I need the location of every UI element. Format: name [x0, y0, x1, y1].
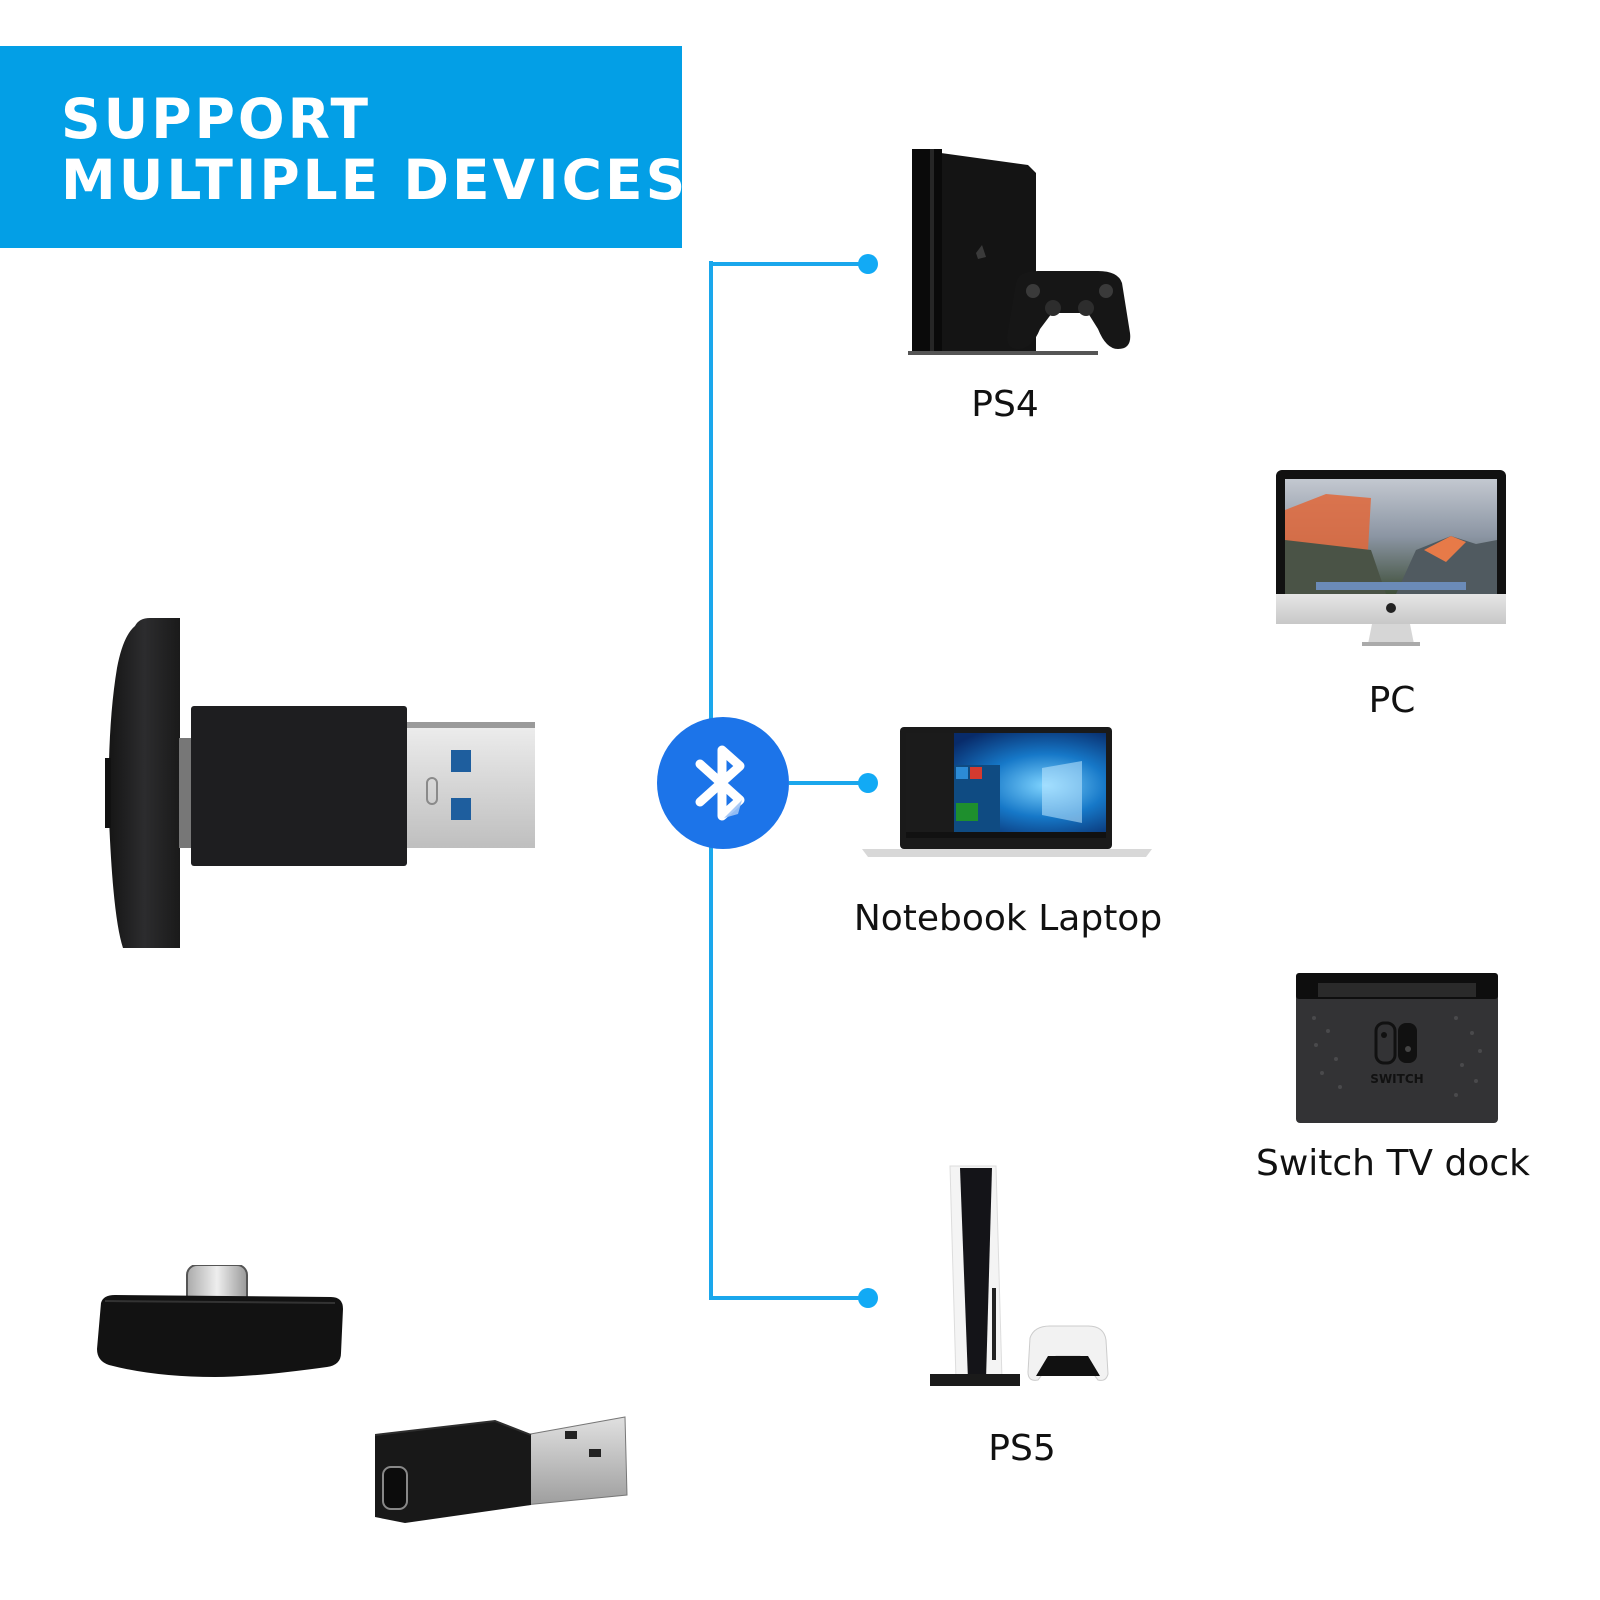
usb-c-to-usb-a-converter-image	[374, 1405, 640, 1535]
usb-c-bluetooth-adapter-image	[95, 1264, 355, 1395]
switch-tv-dock-image: SWITCH	[1296, 973, 1501, 1125]
svg-text:SWITCH: SWITCH	[1370, 1072, 1423, 1086]
usb-a-bluetooth-adapter-image	[105, 618, 545, 948]
bluetooth-icon	[695, 745, 745, 821]
device-label-ps5: PS5	[988, 1428, 1056, 1469]
device-label-ps4: PS4	[971, 384, 1039, 425]
connector-line-ps4	[709, 262, 869, 266]
pc-imac-image	[1276, 470, 1506, 650]
ps4-image	[908, 143, 1133, 361]
device-label-pc: PC	[1368, 680, 1416, 721]
ps5-image	[930, 1160, 1110, 1392]
headline-line-2: MULTIPLE DEVICES	[61, 148, 689, 212]
connector-line-laptop	[789, 781, 869, 785]
connector-dot-ps4	[858, 254, 878, 274]
connector-line-ps5	[709, 1296, 869, 1300]
connector-dot-laptop	[858, 773, 878, 793]
connector-dot-ps5	[858, 1288, 878, 1308]
notebook-laptop-image	[862, 703, 1152, 863]
bluetooth-hub	[657, 717, 789, 849]
device-label-switch: Switch TV dock	[1255, 1143, 1531, 1184]
headline-line-1: SUPPORT	[61, 87, 372, 151]
headline-banner: SUPPORT MULTIPLE DEVICES	[0, 46, 685, 248]
device-label-laptop: Notebook Laptop	[853, 898, 1163, 939]
